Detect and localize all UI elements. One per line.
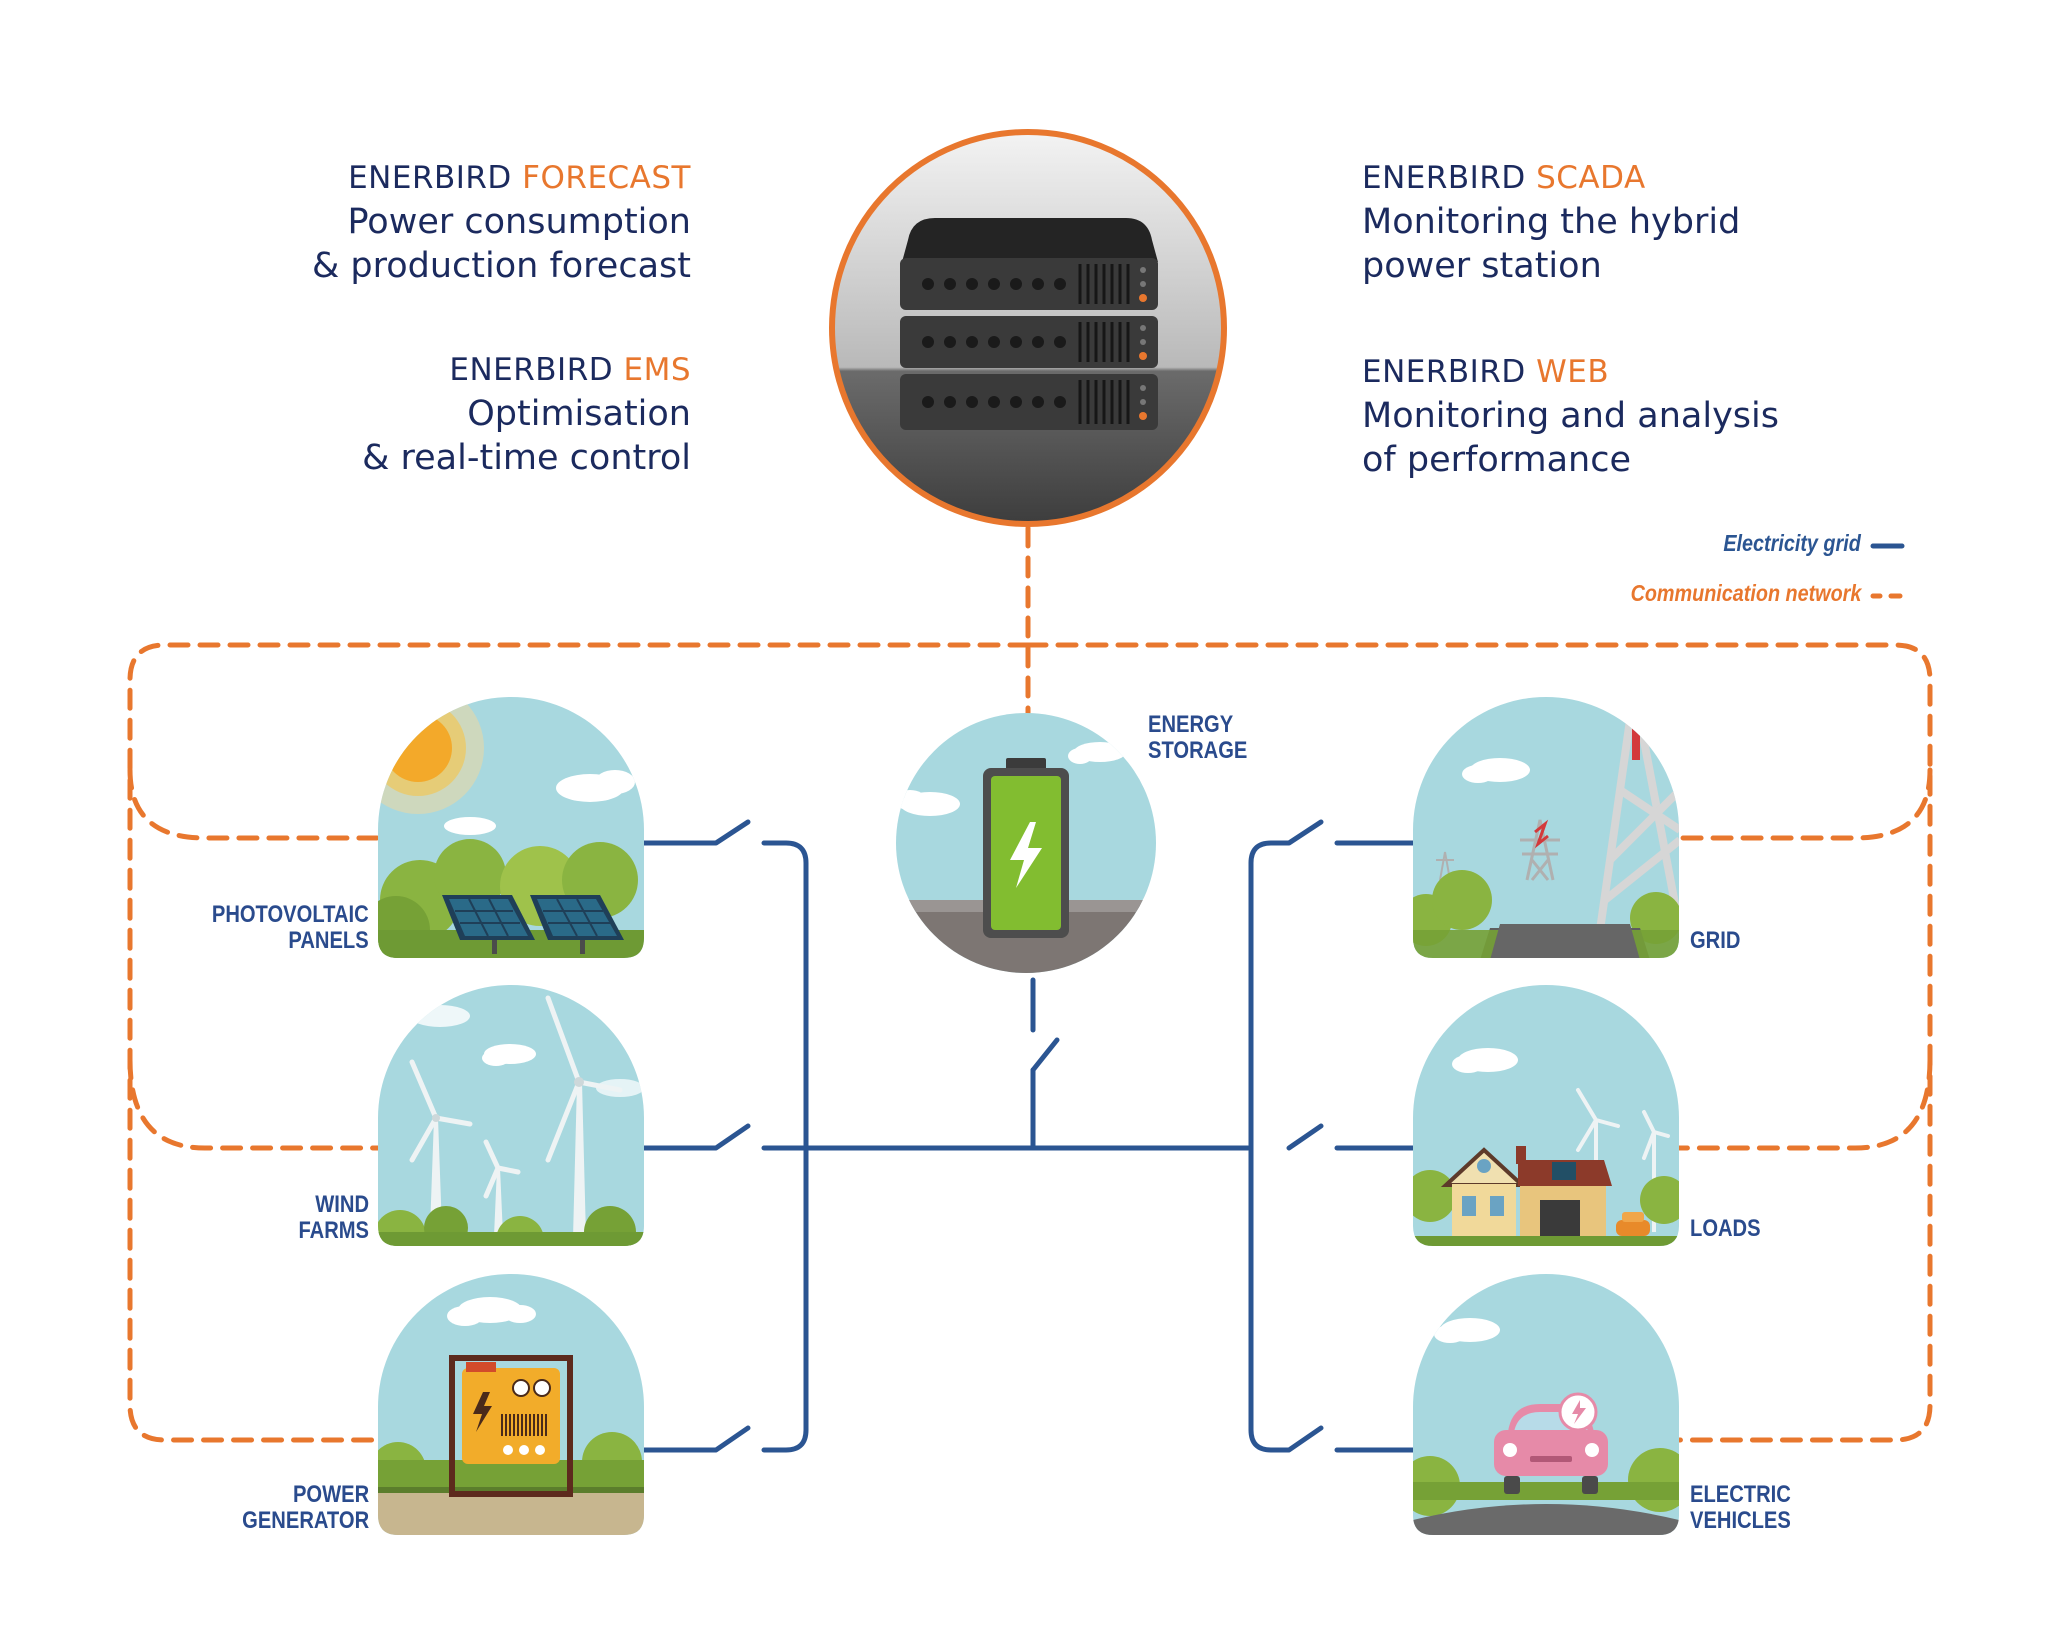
electricity-grid [641,819,1416,1453]
legend-electricity-grid: Electricity grid [1723,530,1861,556]
ems-line2: & real-time control [362,438,691,478]
web-brand: ENERBIRD [1362,354,1526,390]
ems-module: EMS [623,352,691,388]
communication-network [127,525,1933,1443]
forecast-brand: ENERBIRD [348,160,512,196]
scada-module: SCADA [1536,160,1646,196]
scada-line1: Monitoring the hybrid [1362,202,1741,242]
forecast-line1: Power consumption [347,202,691,242]
scada-line2: power station [1362,246,1602,286]
product-forecast: ENERBIRD FORECAST Power consumption & pr… [312,156,691,288]
legend-lines [1870,543,1905,599]
ems-line1: Optimisation [467,394,691,434]
label-grid: GRID [1690,927,1741,954]
forecast-module: FORECAST [522,160,691,196]
product-scada: ENERBIRD SCADA Monitoring the hybrid pow… [1362,156,1740,288]
product-ems: ENERBIRD EMS Optimisation & real-time co… [362,348,691,480]
scada-brand: ENERBIRD [1362,160,1526,196]
legend-communication-network: Communication network [1630,580,1861,606]
electric-vehicles-icon [1413,1274,1679,1535]
loads-icon [1413,985,1679,1246]
ems-brand: ENERBIRD [449,352,614,388]
energy-storage-icon [896,713,1156,973]
server-icon [829,129,1227,527]
web-line1: Monitoring and analysis [1362,396,1779,436]
photovoltaic-panels-icon [378,697,644,958]
label-loads: LOADS [1690,1215,1761,1242]
wind-farms-icon [378,985,644,1246]
web-module: WEB [1536,354,1610,390]
power-generator-icon [378,1274,644,1535]
product-web: ENERBIRD WEB Monitoring and analysis of … [1362,350,1779,482]
grid-icon [1413,697,1679,958]
forecast-line2: & production forecast [311,246,691,286]
web-line2: of performance [1362,440,1632,480]
